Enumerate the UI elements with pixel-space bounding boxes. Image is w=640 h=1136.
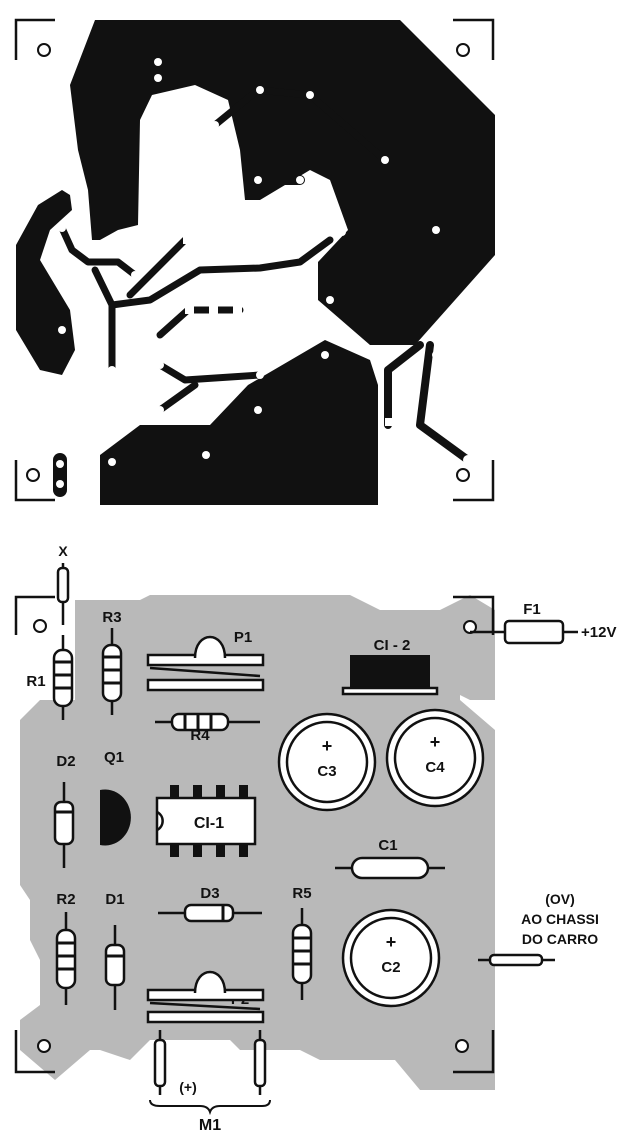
label-r2: R2	[56, 891, 75, 908]
copper-layout	[14, 18, 495, 505]
label-plus12v: +12V	[581, 624, 616, 641]
capacitor-c1	[350, 856, 430, 880]
label-d3: D3	[200, 885, 219, 902]
wire-x-sleeve	[56, 566, 70, 604]
trace	[156, 361, 264, 384]
r2-bands	[57, 941, 75, 971]
resistor-r1	[52, 648, 74, 708]
r1-bands	[54, 660, 72, 690]
resistor-r3	[101, 643, 123, 703]
label-q1: Q1	[104, 749, 124, 766]
trace	[384, 341, 424, 429]
label-r1: R1	[26, 673, 45, 690]
corner-mark-bl	[14, 460, 55, 502]
trace	[108, 236, 334, 309]
c2-plus-sign: +	[386, 932, 397, 952]
label-c1: C1	[378, 837, 397, 854]
label-p1: P1	[234, 629, 252, 646]
corner-mark-br	[453, 460, 495, 502]
label-ci1: CI-1	[194, 815, 224, 832]
capacitor-c2-inner	[349, 916, 433, 1000]
label-c3: C3	[317, 763, 336, 780]
mounting-hole	[37, 1039, 51, 1053]
corner-mark-tr	[453, 18, 495, 60]
corner-mark-bl	[14, 1030, 55, 1074]
m1-lead-2-sleeve	[253, 1038, 267, 1088]
label-r3: R3	[102, 609, 121, 626]
potentiometer-p2-knob	[193, 970, 227, 994]
ic-ci2	[350, 655, 430, 690]
resistor-r2	[55, 928, 77, 990]
trace	[91, 266, 116, 374]
label-d2: D2	[56, 753, 75, 770]
mounting-hole	[456, 43, 470, 57]
pad-group	[56, 58, 473, 488]
diode-d2	[53, 800, 75, 846]
label-c4: C4	[425, 759, 445, 776]
potentiometer-p1-knob	[193, 635, 227, 659]
label-c2: C2	[381, 959, 400, 976]
r3-bands	[103, 655, 121, 685]
diode-d1	[104, 943, 126, 987]
transistor-q1	[100, 789, 131, 846]
copper-pour-lower	[100, 340, 378, 505]
trace	[156, 381, 199, 414]
p2-wiper	[149, 1001, 261, 1011]
mounting-hole	[455, 1039, 469, 1053]
corner-mark-tl	[14, 595, 55, 635]
trace	[416, 341, 472, 464]
m1-lead-1-sleeve	[153, 1038, 167, 1088]
label-chassi-2: DO CARRO	[522, 931, 598, 947]
resistor-r5	[291, 923, 313, 985]
r4-bands	[183, 714, 213, 730]
mounting-hole	[26, 468, 40, 482]
trace	[211, 86, 389, 164]
label-r5: R5	[292, 885, 311, 902]
corner-mark-tl	[14, 18, 55, 60]
fuse-f1	[503, 619, 565, 645]
mounting-hole	[456, 468, 470, 482]
label-plus: (+)	[179, 1079, 197, 1095]
c4-plus-sign: +	[430, 732, 441, 752]
potentiometer-p1-base	[146, 678, 265, 692]
label-d1: D1	[105, 891, 124, 908]
label-ov: (OV)	[545, 891, 575, 907]
diode-d3	[183, 903, 235, 923]
corner-mark-br	[453, 1030, 495, 1074]
copper-pour-left	[16, 190, 75, 375]
label-f1: F1	[523, 601, 541, 618]
capacitor-c3-inner	[285, 720, 369, 804]
label-m1: M1	[199, 1117, 221, 1134]
ic-ci1-notch	[156, 810, 164, 832]
p1-wiper	[149, 666, 261, 678]
chassis-wire-sleeve	[488, 953, 544, 967]
mounting-hole	[37, 43, 51, 57]
label-x: X	[58, 543, 68, 559]
component-layout: X R1 R3 P1 CI - 2 F1 +12V R4	[14, 543, 616, 1134]
c3-plus-sign: +	[322, 736, 333, 756]
potentiometer-p2-base	[146, 1010, 265, 1024]
label-chassi-1: AO CHASSI	[521, 911, 599, 927]
ic-ci2-tab	[341, 686, 439, 696]
trace	[156, 306, 244, 339]
capacitor-c4-inner	[393, 716, 477, 800]
mounting-hole	[33, 619, 47, 633]
m1-brace	[149, 1099, 271, 1116]
corner-mark-tr	[453, 595, 495, 635]
ic-ci1	[155, 796, 257, 846]
r5-bands	[293, 936, 311, 966]
trace	[126, 236, 189, 299]
resistor-r4	[170, 712, 230, 732]
trace	[58, 224, 139, 279]
label-ci2: CI - 2	[374, 637, 411, 654]
ic-ci1-pins	[170, 785, 248, 857]
